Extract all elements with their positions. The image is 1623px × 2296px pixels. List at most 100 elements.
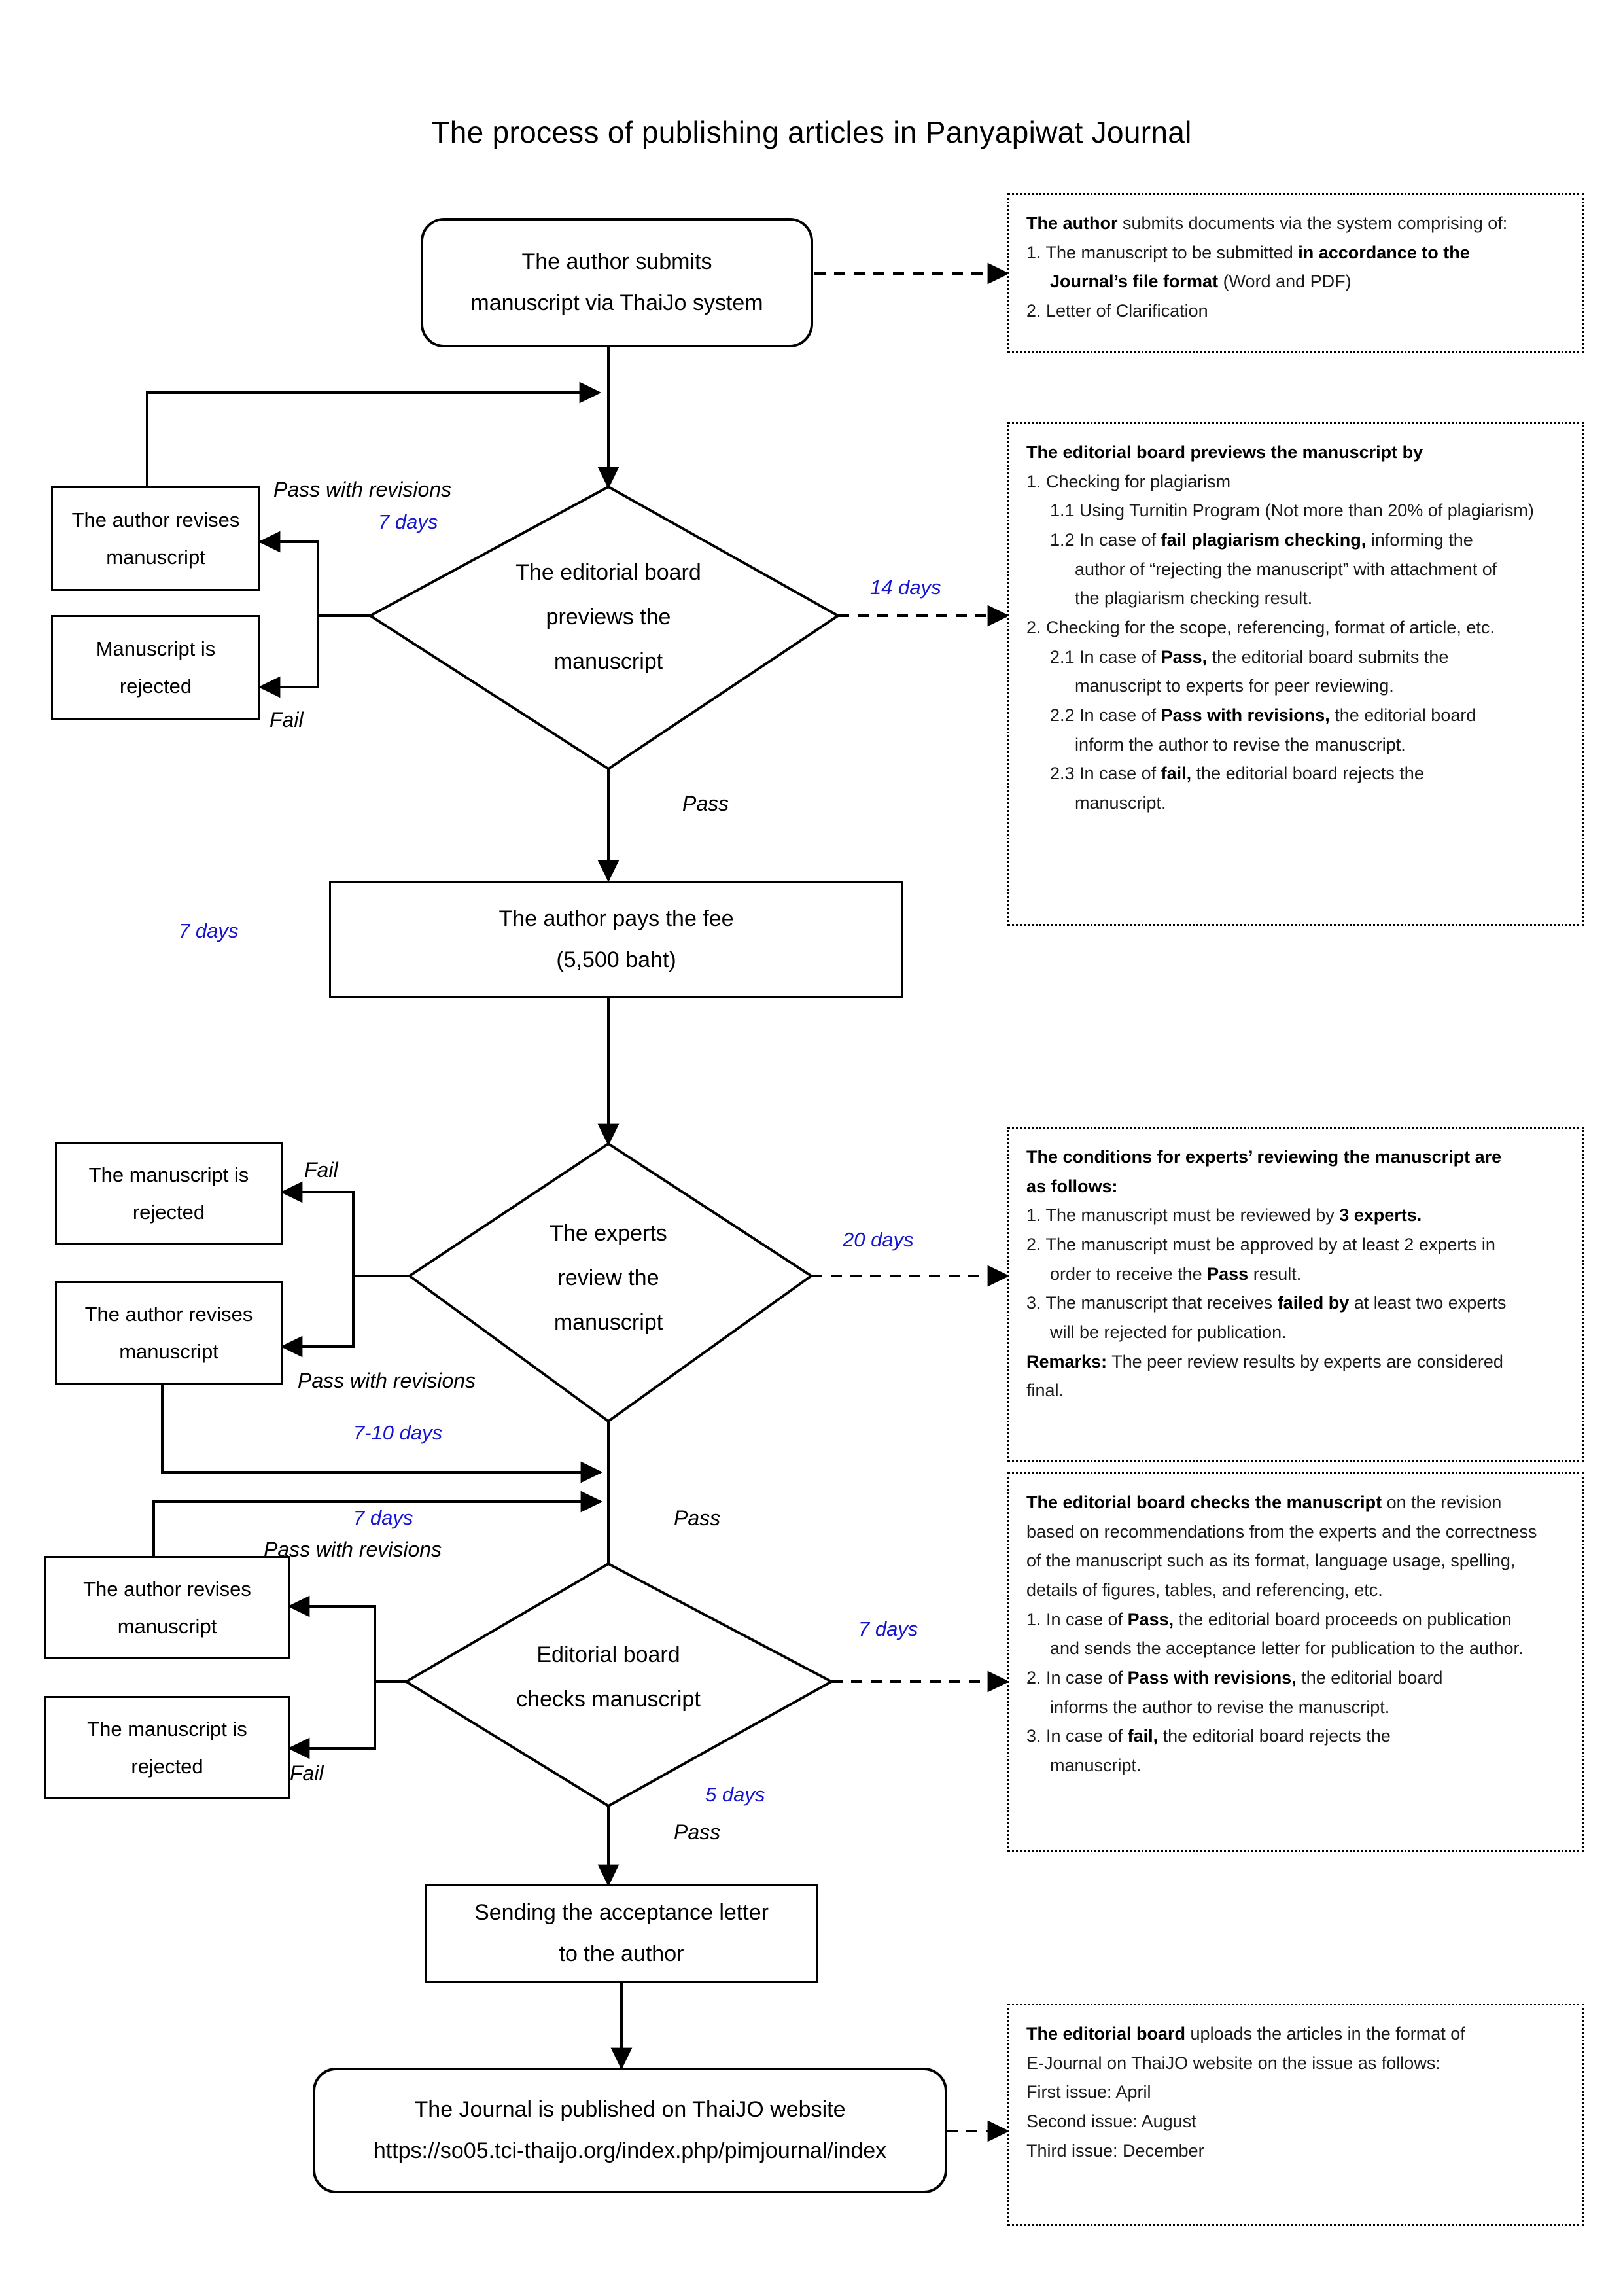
note1-l2-a: 1. The manuscript to be submitted: [1026, 242, 1299, 262]
acceptance-line2: to the author: [559, 1941, 684, 1966]
label-pass-with-revisions-1: Pass with revisions: [273, 478, 452, 501]
note3-head-l2: as follows:: [1026, 1176, 1118, 1196]
note5-l1-text: uploads the articles in the format of: [1185, 2024, 1465, 2043]
published-line2: https://so05.tci-thaijo.org/index.php/pi…: [373, 2138, 887, 2163]
note3-i3-l1-bold: failed by: [1277, 1293, 1350, 1313]
note2-i2: 2. Checking for the scope, referencing, …: [1026, 617, 1495, 637]
note2-i23-bold: fail,: [1161, 764, 1192, 784]
node-start-line2: manuscript via ThaiJo system: [470, 291, 763, 315]
published-line1: The Journal is published on ThaiJO websi…: [414, 2097, 846, 2123]
decision3-line1: Editorial board: [536, 1642, 680, 1667]
note3-i2-l1: 2. The manuscript must be approved by at…: [1026, 1234, 1495, 1254]
note1-l1-text: submits documents via the system compris…: [1117, 213, 1508, 233]
note1-l3-text: (Word and PDF): [1218, 272, 1352, 292]
note3-i2-l2-bold: Pass: [1207, 1263, 1249, 1284]
label-fail-2: Fail: [304, 1158, 338, 1182]
acceptance-line1: Sending the acceptance letter: [474, 1900, 769, 1926]
note2-i22-c: the editorial board: [1329, 705, 1476, 725]
note4-l2: based on recommendations from the expert…: [1026, 1521, 1537, 1542]
note2-i21-l2: manuscript to experts for peer reviewing…: [1075, 676, 1394, 696]
days-check: 7 days: [858, 1617, 918, 1640]
decision2-line1: The experts: [550, 1220, 667, 1246]
decision2-line3: manuscript: [553, 1309, 663, 1335]
node-manuscript-rejected-3[interactable]: The manuscript is rejected: [44, 1696, 290, 1799]
note5-l4: Second issue: August: [1026, 2111, 1196, 2131]
note4-i2-bold: Pass with revisions,: [1127, 1667, 1297, 1687]
page-title: The process of publishing articles in Pa…: [431, 115, 1192, 149]
revise1-line2: manuscript: [106, 546, 205, 569]
note2-i23-a: 2.3 In case of: [1050, 764, 1161, 784]
decision2-line2: review the: [557, 1265, 659, 1290]
note2-i12-a: 1.2 In case of: [1050, 529, 1161, 550]
note4-head-text: on the revision: [1382, 1492, 1502, 1512]
note2-i12-bold: fail plagiarism checking,: [1161, 529, 1367, 550]
note3-head-l1: The conditions for experts’ reviewing th…: [1026, 1147, 1502, 1167]
node-manuscript-rejected-2[interactable]: The manuscript is rejected: [55, 1142, 283, 1245]
note1-l4: 2. Letter of Clarification: [1026, 300, 1208, 321]
node-journal-published[interactable]: The Journal is published on ThaiJO websi…: [313, 2068, 947, 2193]
note4-l4: details of figures, tables, and referenc…: [1026, 1580, 1383, 1600]
revise3-line2: manuscript: [117, 1615, 217, 1638]
revise3-line1: The author revises: [83, 1577, 251, 1600]
node-author-pays-fee[interactable]: The author pays the fee (5,500 baht): [329, 881, 903, 998]
note2-i22-a: 2.2 In case of: [1050, 705, 1161, 725]
note5-l5: Third issue: December: [1026, 2140, 1204, 2161]
note2-i21-a: 2.1 In case of: [1050, 646, 1161, 667]
revise1-line1: The author revises: [71, 508, 240, 531]
note4-l3: of the manuscript such as its format, la…: [1026, 1551, 1516, 1571]
note2-i22-l2: inform the author to revise the manuscri…: [1075, 734, 1406, 754]
label-fail-1: Fail: [270, 708, 304, 732]
node-manuscript-rejected-1[interactable]: Manuscript is rejected: [51, 615, 260, 720]
note4-i1-a: 1. In case of: [1026, 1609, 1128, 1629]
note2-head: The editorial board previews the manuscr…: [1026, 442, 1423, 462]
reject3-line2: rejected: [131, 1755, 203, 1778]
node-start-line1: The author submits: [521, 249, 712, 275]
note2-i23-c: the editorial board rejects the: [1191, 764, 1424, 784]
annotation-editorial-preview: The editorial board previews the manuscr…: [1007, 422, 1584, 926]
note4-i2-a: 2. In case of: [1026, 1667, 1128, 1687]
node-author-revises-3[interactable]: The author revises manuscript: [44, 1556, 290, 1659]
note2-i12-l3: the plagiarism checking result.: [1075, 588, 1313, 609]
days-revise-2: 7-10 days: [353, 1421, 443, 1444]
label-pass-with-revisions-2: Pass with revisions: [298, 1369, 476, 1392]
decision1-line3: manuscript: [553, 648, 663, 674]
note3-i3-l1-c: at least two experts: [1349, 1293, 1507, 1313]
days-accept: 5 days: [705, 1783, 765, 1806]
note2-i21-bold: Pass,: [1161, 646, 1208, 667]
node-decision-editorial-preview[interactable]: The editorial board previews the manuscr…: [458, 543, 759, 690]
annotation-publication-issues: The editorial board uploads the articles…: [1007, 2004, 1584, 2226]
note3-i1-bold: 3 experts.: [1339, 1205, 1422, 1226]
note3-remarks-l2: final.: [1026, 1381, 1064, 1401]
annotation-expert-conditions: The conditions for experts’ reviewing th…: [1007, 1127, 1584, 1462]
annotation-author-submission: The author submits documents via the sys…: [1007, 193, 1584, 353]
node-sending-acceptance-letter[interactable]: Sending the acceptance letter to the aut…: [425, 1884, 818, 1983]
note3-i2-l2-a: order to receive the: [1050, 1263, 1208, 1284]
label-pass-2: Pass: [674, 1506, 721, 1530]
days-preview: 14 days: [870, 576, 941, 599]
label-fail-3: Fail: [290, 1761, 324, 1785]
node-decision-editorial-check[interactable]: Editorial board checks manuscript: [471, 1623, 746, 1731]
annotation-editorial-check: The editorial board checks the manuscrip…: [1007, 1472, 1584, 1852]
note3-remarks-text: The peer review results by experts are c…: [1107, 1351, 1503, 1371]
note2-i22-bold: Pass with revisions,: [1161, 705, 1330, 725]
node-author-revises-2[interactable]: The author revises manuscript: [55, 1281, 283, 1385]
note4-i3-a: 3. In case of: [1026, 1726, 1128, 1746]
days-revise-3: 7 days: [353, 1506, 413, 1529]
days-revise-1: 7 days: [378, 510, 438, 533]
label-pass-3: Pass: [674, 1820, 721, 1844]
decision3-line2: checks manuscript: [516, 1686, 701, 1712]
reject2-line2: rejected: [132, 1201, 205, 1224]
node-author-revises-1[interactable]: The author revises manuscript: [51, 486, 260, 591]
note4-i2-c: the editorial board: [1296, 1667, 1443, 1687]
note3-i3-l1-a: 3. The manuscript that receives: [1026, 1293, 1278, 1313]
node-decision-experts-review[interactable]: The experts review the manuscript: [471, 1204, 746, 1351]
reject2-line1: The manuscript is: [88, 1163, 249, 1186]
revise2-line2: manuscript: [119, 1340, 218, 1363]
node-start[interactable]: The author submits manuscript via ThaiJo…: [421, 218, 813, 347]
note4-i1-l2: and sends the acceptance letter for publ…: [1050, 1638, 1524, 1659]
note4-i3-l2: manuscript.: [1050, 1755, 1142, 1775]
note4-i3-c: the editorial board rejects the: [1158, 1726, 1391, 1746]
fee-line1: The author pays the fee: [498, 906, 734, 932]
